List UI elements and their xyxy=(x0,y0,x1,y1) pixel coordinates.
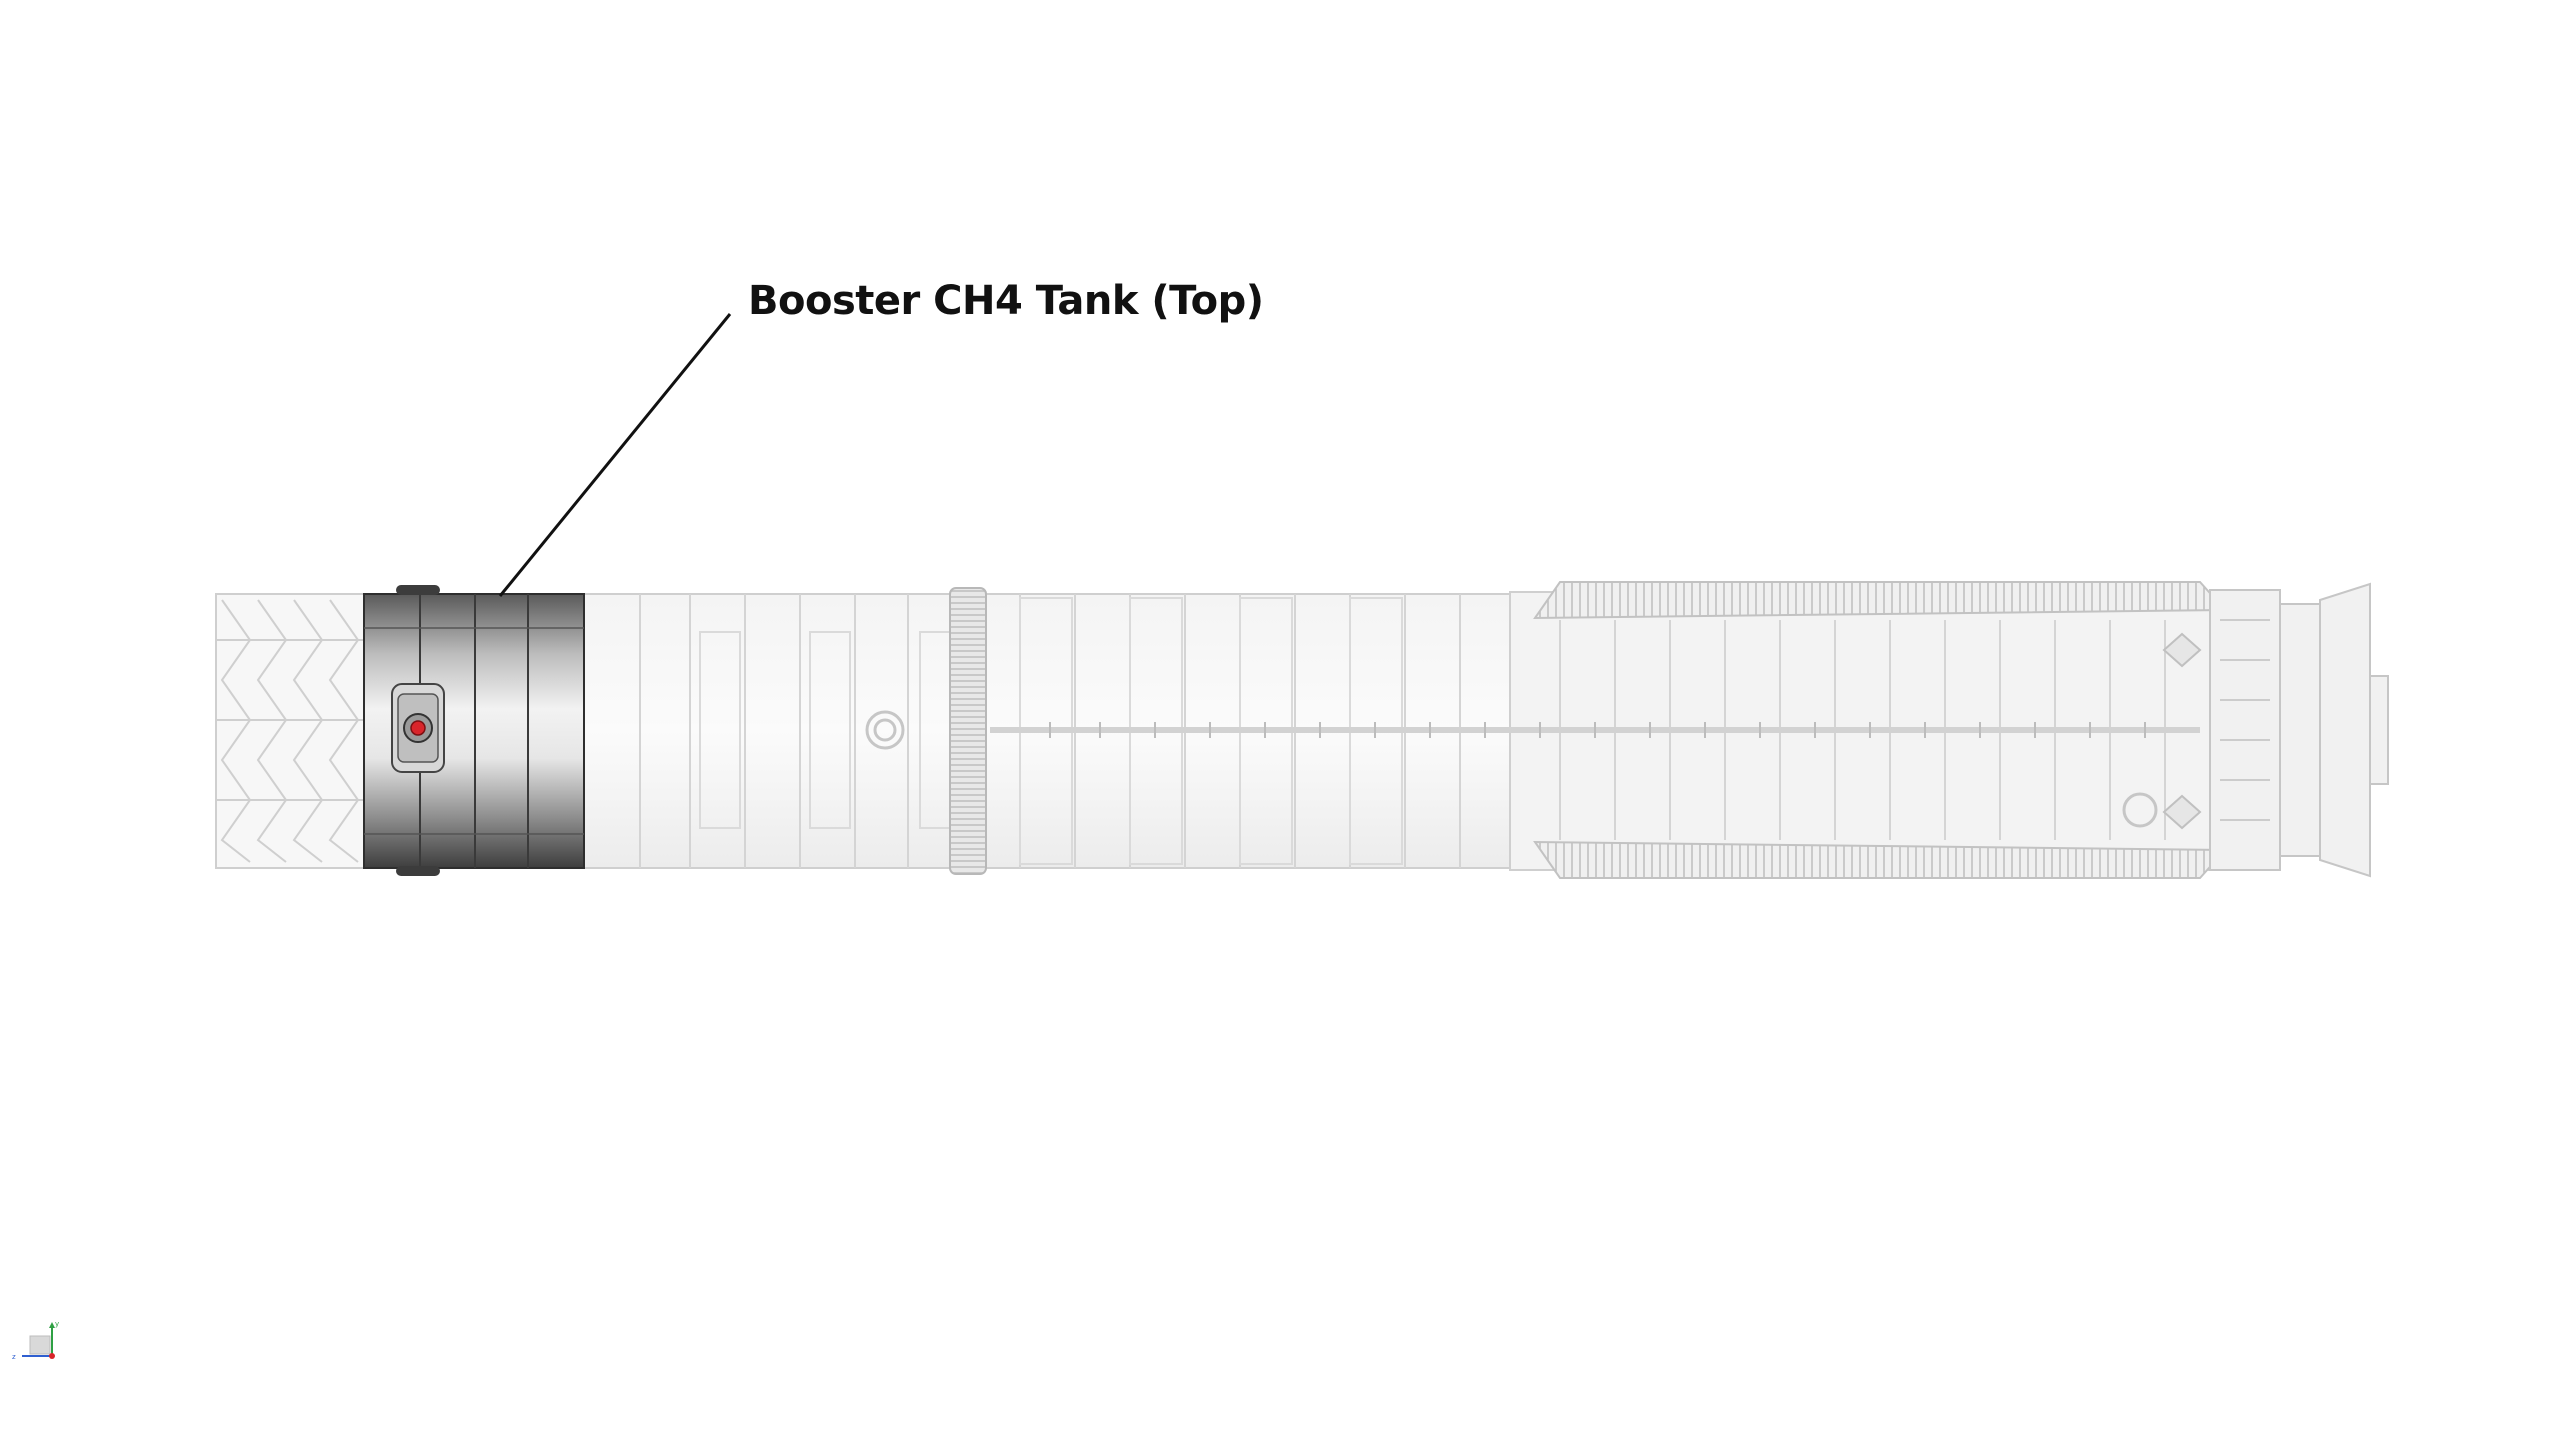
axis-label-z: z xyxy=(12,1353,16,1361)
engine-section xyxy=(2209,582,2389,878)
vent-valve-red-icon xyxy=(410,720,426,736)
raceway-conduit xyxy=(990,722,2200,738)
intertank-ring xyxy=(949,587,987,875)
hot-staging-ring xyxy=(215,593,365,869)
callout-leader-line xyxy=(498,313,732,597)
axis-triad-icon[interactable]: y z xyxy=(8,1318,60,1370)
booster-ch4-tank-top[interactable] xyxy=(363,585,585,876)
aft-fairings xyxy=(2162,632,2202,830)
axis-label-y: y xyxy=(55,1320,59,1328)
access-port xyxy=(865,710,2158,828)
callout-label: Booster CH4 Tank (Top) xyxy=(748,278,1264,324)
